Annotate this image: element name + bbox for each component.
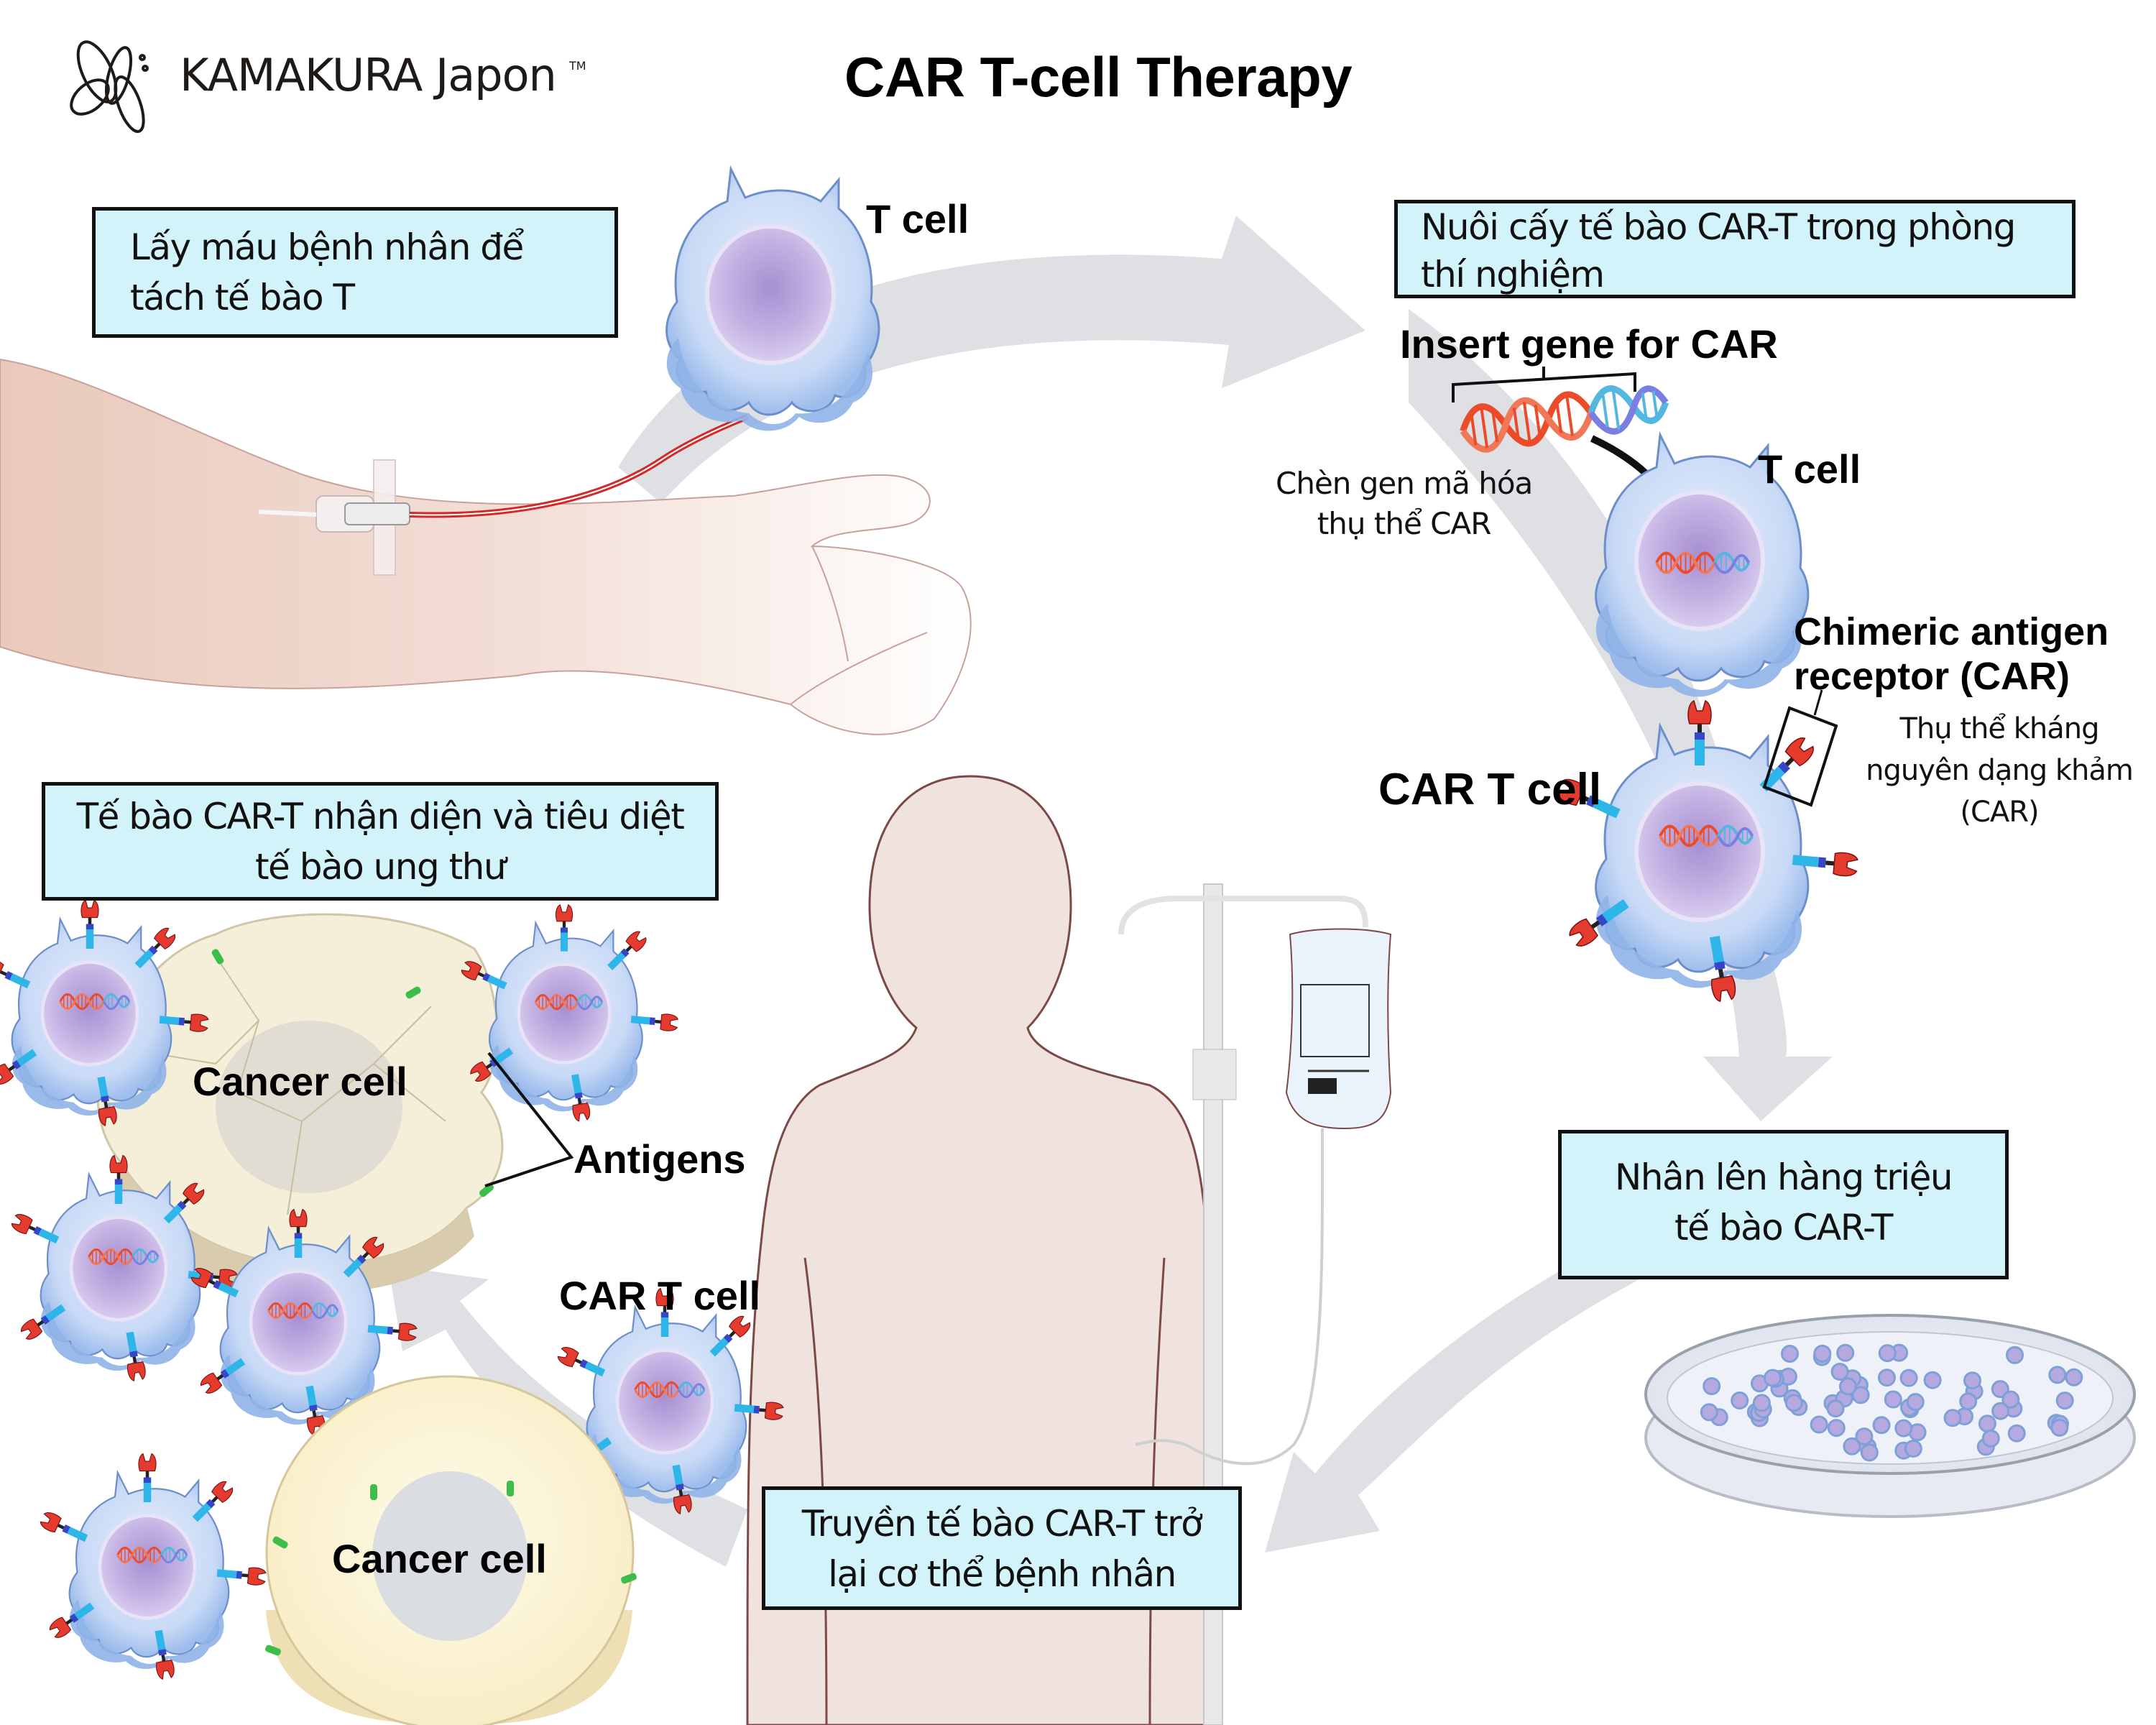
label-chimeric-vi-3: (CAR) [1960,796,2039,829]
dish-car-t-cell [1851,1386,1870,1404]
dish-car-t-cell [1860,1443,1879,1462]
dish-car-t-cell [1978,1414,1996,1433]
label-t-cell-collected: T cell [866,196,969,242]
step-collect-line-2: tách tế bào T [130,277,355,318]
step-kill-cancer: Tế bào CAR-T nhận diện và tiêu diệt tế b… [42,782,719,901]
label-insert-gene-vi-2: thụ thể CAR [1317,506,1492,541]
label-car-t-cell-engineered: CAR T cell [1378,765,1602,814]
label-chimeric-vi-2: nguyên dạng khảm [1866,754,2134,787]
dish-car-t-cell [1813,1344,1832,1363]
cancer-cell-attacked [96,913,504,1294]
label-chimeric-antigen-receptor: Chimeric antigen receptor (CAR) [1794,610,2109,699]
dish-car-t-cell [1855,1427,1874,1446]
dish-car-t-cell [1764,1368,1782,1387]
dish-car-t-cell [1830,1363,1849,1381]
step-multiply-line-2: tế bào CAR-T [1674,1207,1893,1248]
car-callout-box [1762,706,1838,807]
label-cancer-cell-target: Cancer cell [332,1536,547,1581]
step-culture-lab: Nuôi cấy tế bào CAR-T trong phòng thí ng… [1394,200,2076,298]
label-insert-gene: Insert gene for CAR [1400,321,1778,367]
cancer-cell-target [265,1375,637,1725]
label-chimeric-vi: Thụ thể kháng nguyên dạng khảm (CAR) [1856,708,2143,833]
patient-arm [0,358,972,735]
label-chimeric-line-2: receptor (CAR) [1794,655,2070,698]
dish-car-t-cell [1963,1371,1981,1390]
dish-car-t-cell [1731,1392,1749,1409]
car-t-cell-approaching [39,1454,267,1680]
dish-car-t-cell [1943,1409,1962,1427]
label-chimeric-vi-1: Thụ thể kháng [1899,712,2100,745]
step-collect-line-1: Lấy máu bệnh nhân để [130,226,524,268]
dish-car-t-cell [1836,1343,1855,1362]
step-collect-blood: Lấy máu bệnh nhân để tách tế bào T [92,207,618,338]
dish-car-t-cell [2001,1390,2020,1409]
dish-car-t-cell [1991,1380,2009,1399]
dish-car-t-cell [1959,1392,1978,1411]
dish-car-t-cell [1810,1415,1828,1434]
dish-car-t-cell [1703,1377,1721,1396]
logo-mark [70,40,149,133]
dish-car-t-cell [2006,1346,2024,1364]
dish-car-t-cell [1899,1368,1918,1387]
label-t-cell-engineering: T cell [1758,446,1861,492]
step-multiply: Nhân lên hàng triệu tế bào CAR-T [1558,1130,2009,1279]
page-title: CAR T-cell Therapy [844,45,1353,109]
arrow-collect-to-lab [618,216,1365,503]
dish-car-t-cell [1839,1377,1857,1396]
petri-dish [1644,1314,2136,1518]
dish-car-t-cell [2050,1418,2069,1437]
step-multiply-line-1: Nhân lên hàng triệu [1614,1156,1953,1198]
dish-car-t-cell [1781,1345,1799,1363]
label-antigens: Antigens [573,1136,746,1182]
t-cell-collected [667,169,879,431]
label-cancer-cell-attacked: Cancer cell [193,1059,407,1104]
dish-car-t-cell [1981,1429,2000,1448]
dish-car-t-cell [2065,1368,2083,1386]
dish-car-t-cell [2055,1392,2074,1410]
step-culture-line-1: Nuôi cấy tế bào CAR-T trong phòng [1421,206,2016,248]
brand-name: KAMAKURA Japon [180,49,557,101]
label-insert-gene-vi-1: Chèn gen mã hóa [1276,466,1533,501]
dish-car-t-cell [1700,1403,1718,1422]
step-infuse-line-2: lại cơ thể bệnh nhân [828,1553,1176,1595]
label-car-t-cell-infused: CAR T cell [559,1273,761,1318]
dish-car-t-cell [2048,1366,2067,1384]
step-kill-line-2: tế bào ung thư [254,846,507,888]
step-culture-line-2: thí nghiệm [1421,254,1605,295]
dish-car-t-cell [1923,1371,1942,1389]
dish-car-t-cell [1827,1419,1846,1438]
dish-car-t-cell [1884,1390,1902,1409]
dish-car-t-cell [1904,1440,1922,1458]
label-insert-gene-vi: Chèn gen mã hóa thụ thể CAR [1276,464,1533,544]
antigens-pointer [484,1052,574,1187]
dish-car-t-cell [1878,1344,1897,1363]
dish-car-t-cell [1894,1419,1913,1438]
step-kill-line-1: Tế bào CAR-T nhận diện và tiêu diệt [76,796,685,837]
dish-car-t-cell [1872,1416,1891,1435]
step-infuse-line-1: Truyền tế bào CAR-T trở [801,1503,1203,1545]
dish-car-t-cell [1784,1394,1803,1412]
dish-car-t-cell [1991,1402,2010,1420]
arrow-dish-to-infusion [1265,1236,1667,1552]
trademark-mark: TM [569,59,586,73]
step-infuse: Truyền tế bào CAR-T trở lại cơ thể bệnh … [762,1486,1242,1610]
dish-car-t-cell [1752,1394,1771,1412]
dish-car-t-cell [2007,1424,2026,1443]
dish-car-t-cell [1878,1368,1896,1387]
label-chimeric-line-1: Chimeric antigen [1794,610,2109,653]
dish-car-t-cell [1906,1393,1925,1412]
dish-car-t-cell [1826,1399,1845,1418]
